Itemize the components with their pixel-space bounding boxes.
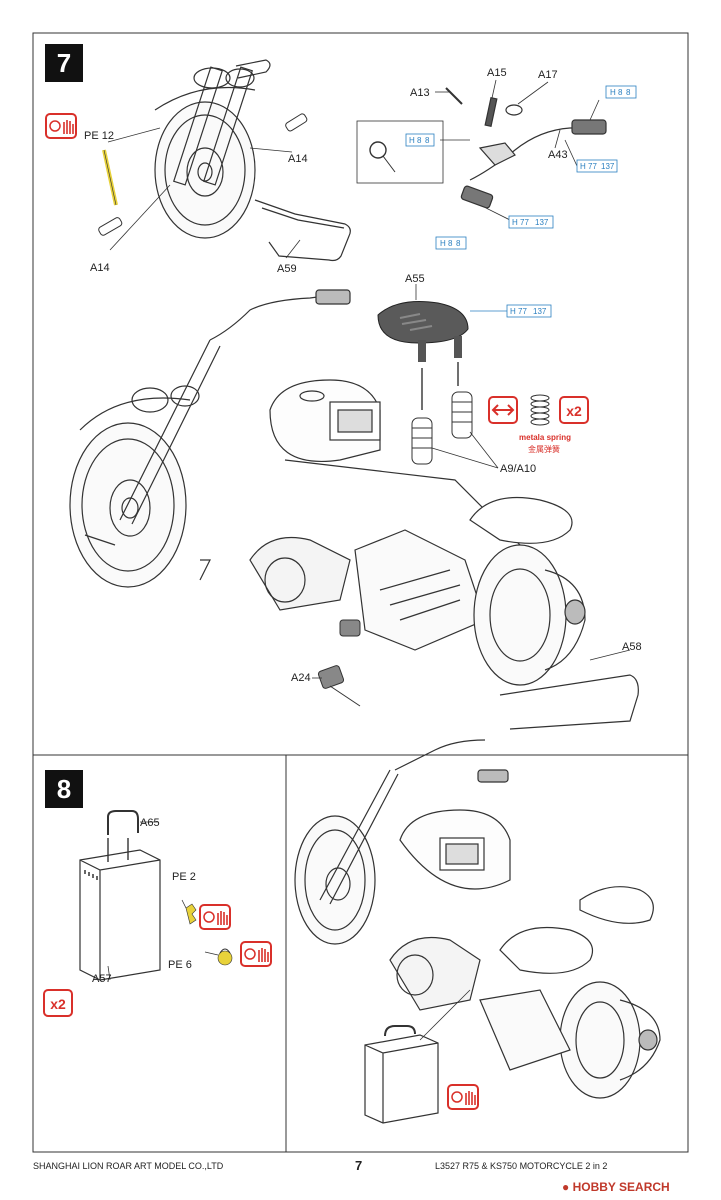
svg-text:8: 8 — [626, 88, 631, 97]
svg-text:8: 8 — [425, 136, 430, 145]
step-8-frame — [32, 754, 689, 1153]
label-a43: A43 — [548, 149, 568, 161]
svg-text:8: 8 — [448, 239, 453, 248]
spring-label-en: metala spring — [519, 433, 571, 442]
svg-text:137: 137 — [533, 307, 547, 316]
svg-text:137: 137 — [535, 218, 549, 227]
leader-lines — [415, 284, 499, 469]
step-8-number: 8 — [57, 774, 71, 804]
label-a14-top: A14 — [288, 153, 308, 165]
label-a59: A59 — [277, 263, 297, 275]
paint-ref-box: H 8 8 — [605, 85, 637, 99]
a14-part-top — [285, 113, 308, 132]
label-a13: A13 — [410, 87, 430, 99]
motorcycle-main-step7 — [69, 289, 639, 730]
motorcycle-main-step8 — [294, 739, 661, 1099]
seat-a55 — [377, 301, 469, 362]
battery-installed — [364, 1025, 439, 1124]
label-a65: A65 — [140, 817, 160, 829]
paint-ref-box: H 8 8 — [435, 236, 467, 250]
watermark: ● HOBBY SEARCH — [562, 1180, 670, 1194]
svg-text:x2: x2 — [50, 996, 66, 1012]
paint-ref-box: H 8 8 — [405, 133, 435, 147]
step-8-badge — [45, 770, 83, 808]
svg-text:H: H — [610, 88, 616, 97]
svg-text:H: H — [580, 162, 586, 171]
paint-ref-box: H 77 137 — [506, 304, 552, 318]
svg-text:8: 8 — [456, 239, 461, 248]
a24-peg — [317, 619, 361, 707]
label-pe2: PE 2 — [172, 871, 196, 883]
spring-note: x2 metala spring 金属弹簧 — [488, 394, 589, 454]
watermark-text: HOBBY SEARCH — [572, 1180, 670, 1194]
label-pe6: PE 6 — [168, 959, 192, 971]
svg-text:8: 8 — [417, 136, 422, 145]
a14-part-bottom — [98, 217, 123, 236]
label-a14-bottom: A14 — [90, 262, 110, 274]
step-7-number: 7 — [57, 48, 71, 78]
label-a55: A55 — [405, 273, 425, 285]
step8-multiplier-badge: x2 — [43, 989, 73, 1017]
a59-stand — [254, 199, 351, 262]
front-fork-subassembly — [154, 59, 271, 239]
label-a9-a10: A9/A10 — [500, 463, 536, 475]
paint-ref-box: H 77 137 — [576, 159, 618, 173]
svg-text:77: 77 — [588, 162, 597, 171]
leader-lines — [312, 649, 631, 679]
leader-lines — [435, 79, 600, 221]
paint-ref-box: H 77 137 — [508, 215, 554, 229]
svg-text:H: H — [510, 307, 516, 316]
svg-text:77: 77 — [520, 218, 529, 227]
spring-label-cn: 金属弹簧 — [528, 444, 560, 454]
page-number: 7 — [355, 1158, 363, 1173]
ring-part — [369, 141, 387, 159]
svg-text:8: 8 — [618, 88, 623, 97]
no-glue-hand-icon — [199, 904, 231, 930]
battery-a57 — [79, 810, 161, 981]
no-glue-hand-icon — [240, 941, 272, 967]
svg-text:H: H — [512, 218, 518, 227]
step-7-badge — [45, 44, 83, 82]
footer-company: SHANGHAI LION ROAR ART MODEL CO.,LTD — [33, 1161, 224, 1171]
svg-text:H: H — [440, 239, 446, 248]
no-glue-hand-icon — [447, 1084, 479, 1110]
no-glue-hand-icon — [45, 113, 77, 139]
label-pe12: PE 12 — [84, 130, 114, 142]
pe6-part — [217, 948, 233, 966]
springs-a9-a10 — [411, 391, 473, 465]
label-a57: A57 — [92, 973, 112, 985]
label-a17: A17 — [538, 69, 558, 81]
inset-box — [356, 120, 444, 184]
svg-text:137: 137 — [601, 162, 615, 171]
label-a15: A15 — [487, 67, 507, 79]
leader-lines — [107, 821, 219, 981]
label-a58: A58 — [622, 641, 642, 653]
spring-multiplier: x2 — [566, 403, 582, 419]
watermark-logo-icon: ● — [562, 1180, 570, 1194]
svg-text:H: H — [409, 136, 415, 145]
leader-lines — [107, 127, 301, 259]
svg-text:77: 77 — [518, 307, 527, 316]
footer-product: L3527 R75 & KS750 MOTORCYCLE 2 in 2 — [435, 1161, 608, 1171]
handlebar-subassembly — [445, 87, 607, 209]
pe2-part — [185, 903, 197, 925]
label-a24: A24 — [291, 672, 311, 684]
